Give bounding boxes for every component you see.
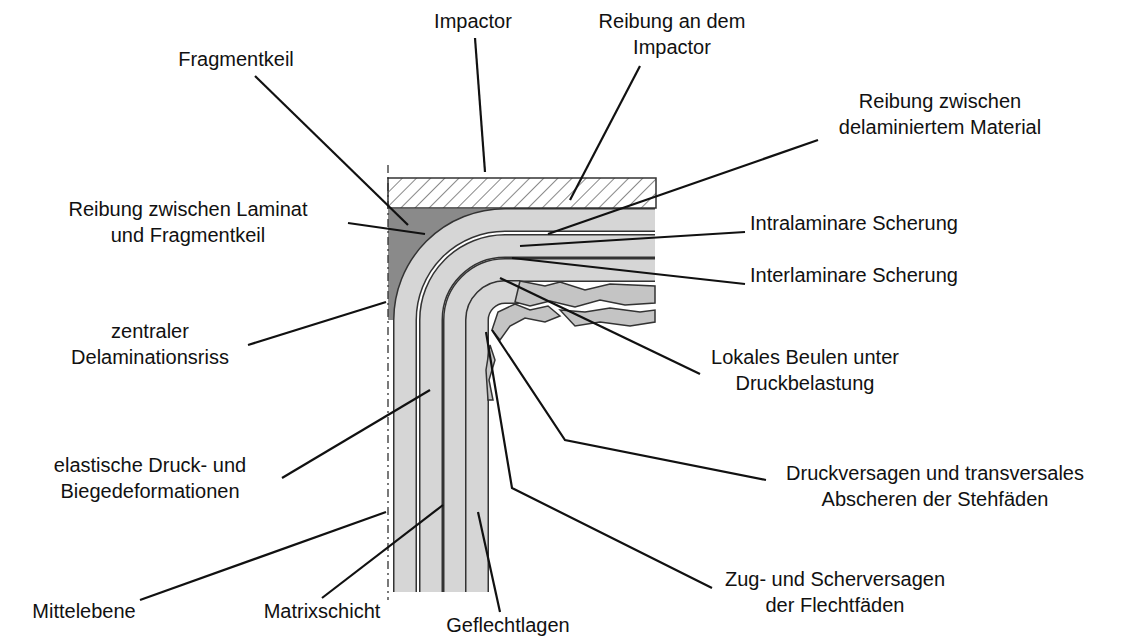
part-label: Mittelebene [32,598,135,624]
part-label: zentraler Delaminationsriss [60,318,240,370]
part-label: elastische Druck- und Biegedeformationen [40,452,260,504]
part-label: Zug- und Scherversagen der Flechtfäden [718,566,953,618]
part-label: Intralaminare Scherung [750,210,958,236]
part-label: Reibung an dem Impactor [597,8,747,60]
part-label: Geflechtlagen [446,612,569,638]
braid-layers [405,220,655,592]
part-label: Lokales Beulen unter Druckbelastung [698,344,913,396]
part-label: Impactor [434,8,512,34]
part-label: Reibung zwischen Laminat und Fragmentkei… [63,196,313,248]
part-label: Druckversagen und transversales Abschere… [775,460,1095,512]
leader-lines [140,38,818,612]
mid-plane [387,165,388,600]
part-label: Matrixschicht [264,598,381,624]
impactor [388,178,656,208]
part-label: Interlaminare Scherung [750,262,958,288]
part-label: Reibung zwischen delaminiertem Material [823,88,1058,140]
part-label: Fragmentkeil [178,46,294,72]
